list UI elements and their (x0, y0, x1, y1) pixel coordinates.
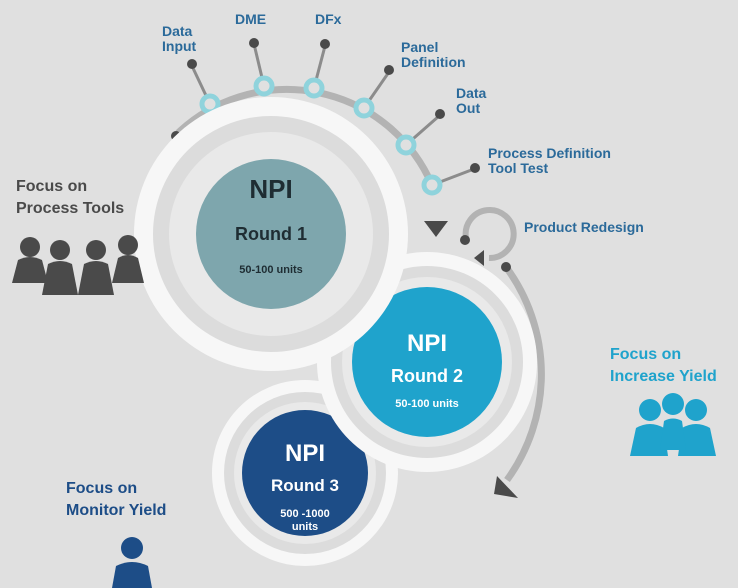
focus-label-increase-yield: Focus on Increase Yield (610, 346, 717, 385)
step-dots (171, 38, 480, 173)
step-nodes (199, 75, 443, 196)
step-label-product-redesign: Product Redesign (524, 219, 644, 235)
focus-label-monitor-yield: Focus on Monitor Yield (66, 480, 167, 519)
team-icon (630, 393, 716, 456)
step-label-process-definition: Process Definition Tool Test (488, 145, 611, 176)
step-label-data-out: Data Out (456, 85, 487, 116)
step-label-dfx: DFx (315, 11, 342, 27)
round2-label: Round 2 (391, 366, 463, 386)
focus-label-process-tools: Focus on Process Tools (16, 178, 125, 217)
round1-label: Round 1 (235, 224, 307, 244)
round3-circle (212, 380, 398, 566)
redesign-loop-arrow (474, 250, 484, 266)
group-of-people-icon (12, 235, 144, 295)
round3-units: 500 -1000 units (280, 508, 330, 534)
round2-arc-dot (501, 262, 511, 272)
step-label-dme: DME (235, 11, 267, 27)
round2-npi: NPI (406, 330, 447, 357)
round3-npi: NPI (284, 440, 325, 467)
round1-circle (134, 97, 408, 371)
round1-units: 50-100 units (239, 264, 303, 276)
round1-down-arrow (424, 221, 448, 237)
round3-label: Round 3 (271, 476, 339, 495)
round2-units: 50-100 units (395, 398, 459, 410)
single-person-icon (112, 537, 152, 588)
round1-npi: NPI (249, 174, 293, 204)
step-label-panel-definition: Panel Definition (401, 39, 466, 70)
round2-right-arc (503, 264, 545, 483)
redesign-loop (462, 207, 517, 262)
step-label-data-input: Data Input (162, 23, 197, 54)
round2-arc-arrow (494, 476, 518, 498)
redesign-loop-dot (460, 235, 470, 245)
